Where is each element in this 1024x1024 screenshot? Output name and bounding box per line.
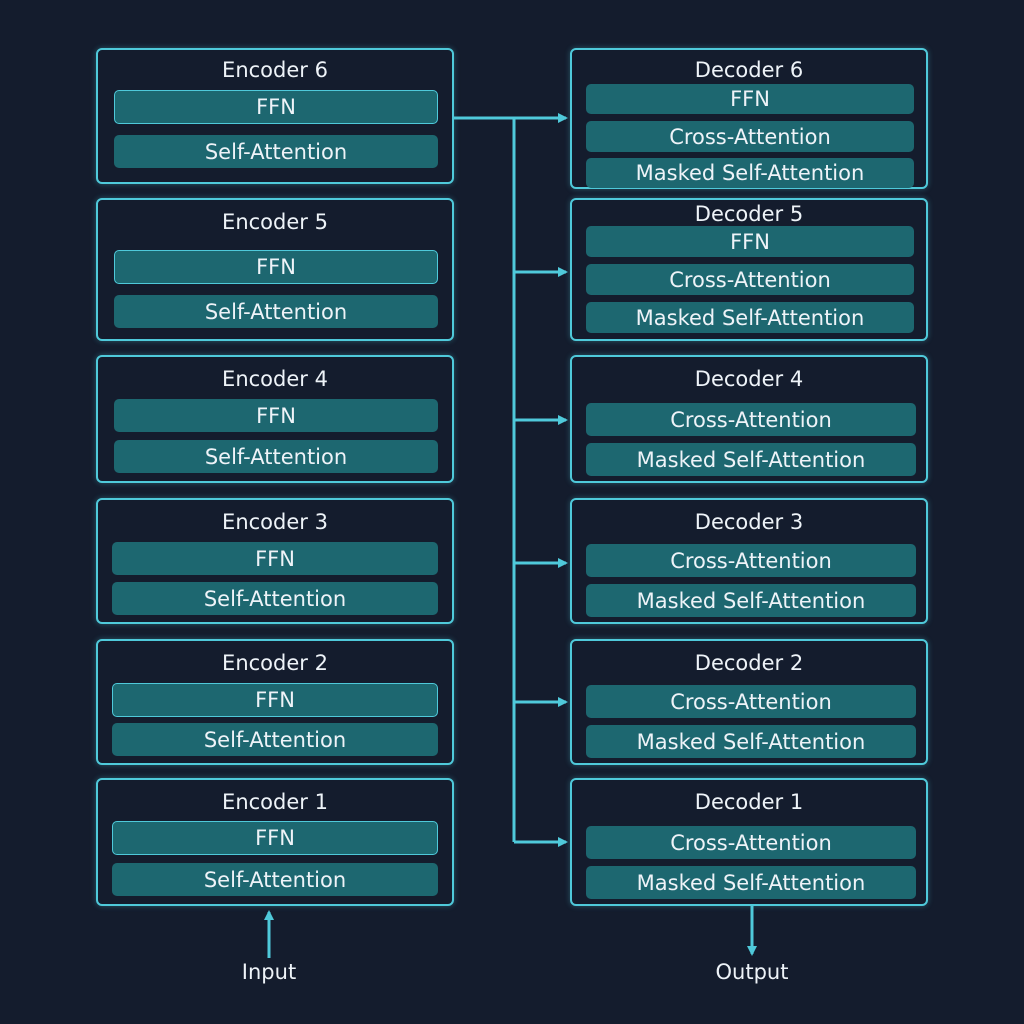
encoder-self-attention-layer: Self-Attention xyxy=(114,440,438,473)
decoder-masked-self-attention-layer: Masked Self-Attention xyxy=(586,725,916,758)
decoder-masked-self-attention-layer: Masked Self-Attention xyxy=(586,158,914,188)
encoder-block-6: Encoder 6 FFN Self-Attention xyxy=(96,48,454,184)
encoder-ffn-layer: FFN xyxy=(112,821,438,855)
decoder-block-title: Decoder 2 xyxy=(694,651,804,675)
encoder-block-title: Encoder 4 xyxy=(222,367,328,391)
decoder-block-title: Decoder 4 xyxy=(694,367,804,391)
decoder-cross-attention-layer: Cross-Attention xyxy=(586,685,916,718)
decoder-cross-attention-layer: Cross-Attention xyxy=(586,121,914,152)
encoder-block-4: Encoder 4 FFN Self-Attention xyxy=(96,355,454,483)
encoder-ffn-layer: FFN xyxy=(114,90,438,124)
decoder-block-1: Decoder 1 Cross-Attention Masked Self-At… xyxy=(570,778,928,906)
encoder-block-5: Encoder 5 FFN Self-Attention xyxy=(96,198,454,341)
decoder-block-title: Decoder 3 xyxy=(694,510,804,534)
decoder-block-4: Decoder 4 Cross-Attention Masked Self-At… xyxy=(570,355,928,483)
encoder-block-title: Encoder 2 xyxy=(222,651,328,675)
encoder-ffn-layer: FFN xyxy=(114,399,438,432)
encoder-block-3: Encoder 3 FFN Self-Attention xyxy=(96,498,454,624)
decoder-block-6: Decoder 6 FFN Cross-Attention Masked Sel… xyxy=(570,48,928,189)
decoder-masked-self-attention-layer: Masked Self-Attention xyxy=(586,584,916,617)
decoder-block-title: Decoder 6 xyxy=(694,58,804,82)
encoder-ffn-layer: FFN xyxy=(112,683,438,717)
decoder-cross-attention-layer: Cross-Attention xyxy=(586,544,916,577)
decoder-cross-attention-layer: Cross-Attention xyxy=(586,826,916,859)
decoder-ffn-layer: FFN xyxy=(586,84,914,114)
encoder-block-title: Encoder 6 xyxy=(222,58,328,82)
encoder-block-title: Encoder 1 xyxy=(222,790,328,814)
decoder-block-title: Decoder 1 xyxy=(694,790,804,814)
encoder-block-2: Encoder 2 FFN Self-Attention xyxy=(96,639,454,765)
output-label: Output xyxy=(715,960,789,984)
decoder-block-5: Decoder 5 FFN Cross-Attention Masked Sel… xyxy=(570,198,928,341)
encoder-ffn-layer: FFN xyxy=(114,250,438,284)
decoder-block-3: Decoder 3 Cross-Attention Masked Self-At… xyxy=(570,498,928,624)
decoder-masked-self-attention-layer: Masked Self-Attention xyxy=(586,866,916,899)
encoder-self-attention-layer: Self-Attention xyxy=(112,723,438,756)
encoder-ffn-layer: FFN xyxy=(112,542,438,575)
decoder-masked-self-attention-layer: Masked Self-Attention xyxy=(586,443,916,476)
decoder-block-2: Decoder 2 Cross-Attention Masked Self-At… xyxy=(570,639,928,765)
encoder-self-attention-layer: Self-Attention xyxy=(112,582,438,615)
decoder-block-title: Decoder 5 xyxy=(694,202,804,226)
input-label: Input xyxy=(241,960,297,984)
decoder-ffn-layer: FFN xyxy=(586,226,914,257)
encoder-block-1: Encoder 1 FFN Self-Attention xyxy=(96,778,454,906)
encoder-self-attention-layer: Self-Attention xyxy=(114,295,438,328)
encoder-block-title: Encoder 3 xyxy=(222,510,328,534)
encoder-self-attention-layer: Self-Attention xyxy=(112,863,438,896)
encoder-block-title: Encoder 5 xyxy=(222,210,328,234)
decoder-cross-attention-layer: Cross-Attention xyxy=(586,264,914,295)
encoder-self-attention-layer: Self-Attention xyxy=(114,135,438,168)
decoder-cross-attention-layer: Cross-Attention xyxy=(586,403,916,436)
decoder-masked-self-attention-layer: Masked Self-Attention xyxy=(586,302,914,333)
